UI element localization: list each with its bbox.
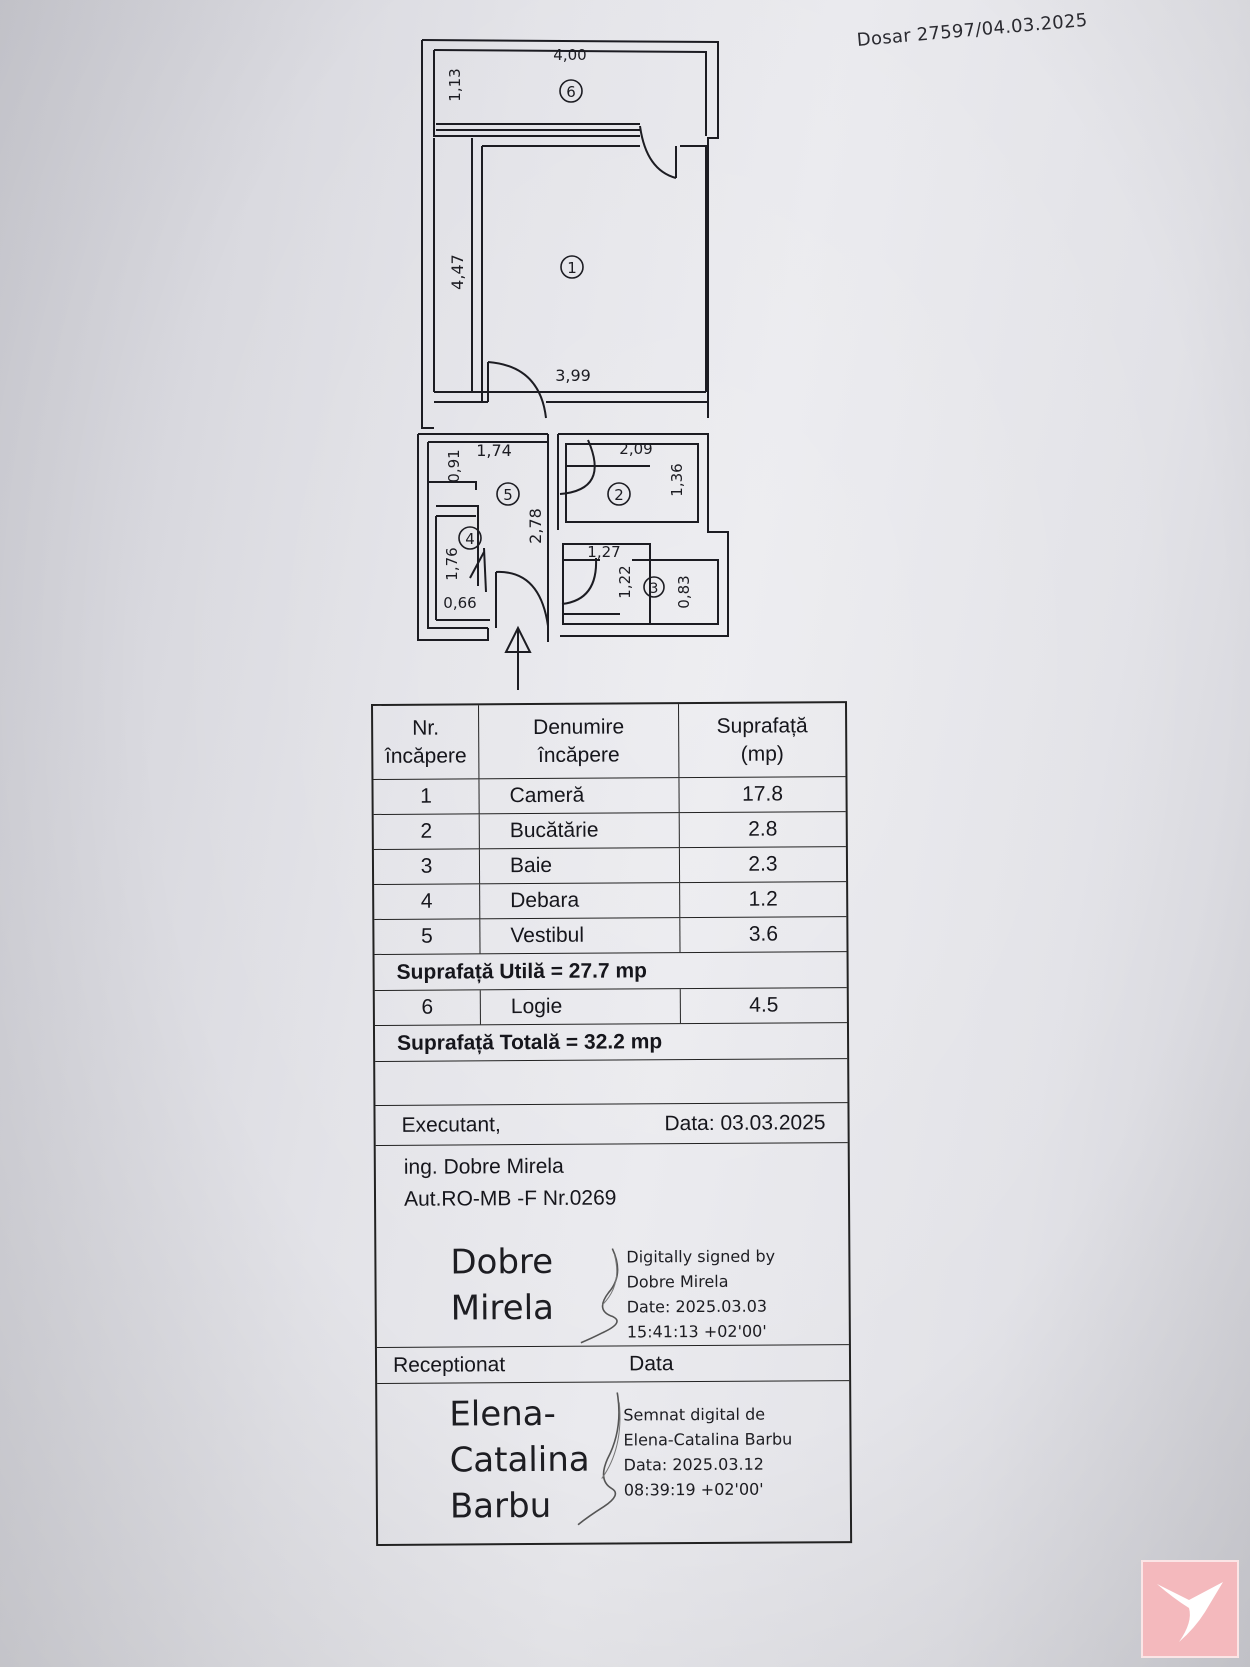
row-area: 4.5 bbox=[749, 993, 779, 1017]
room-label-3: 3 bbox=[650, 581, 659, 597]
row-area: 3.6 bbox=[748, 922, 779, 946]
dim-bath-depth: 1,22 bbox=[616, 565, 634, 598]
receptionat-row: Receptionat Data bbox=[376, 1345, 850, 1384]
row-area: 17.8 bbox=[742, 782, 784, 806]
dim-logia-width: 4,00 bbox=[553, 46, 586, 64]
signature-scribble bbox=[580, 1248, 619, 1344]
room-marker-4 bbox=[458, 526, 482, 550]
header-name: Denumire încăpere bbox=[479, 704, 680, 779]
receiver-signature-3: Barbu bbox=[449, 1485, 552, 1527]
room-label-5: 5 bbox=[503, 486, 513, 504]
row-name: Cameră bbox=[479, 778, 680, 814]
row-nr: 2 bbox=[373, 814, 480, 849]
digital-sign-2: Semnat digital de Elena-Catalina Barbu D… bbox=[623, 1404, 793, 1500]
executant-name: ing. Dobre Mirela bbox=[403, 1154, 564, 1179]
dim-bath-width: 1,27 bbox=[587, 543, 620, 561]
receiver-signature-scribble bbox=[577, 1392, 621, 1526]
dim-room1-width: 3,99 bbox=[555, 366, 591, 385]
room-markers bbox=[458, 79, 665, 598]
room-label-4: 4 bbox=[465, 530, 475, 548]
dim-closet-length: 1,76 bbox=[443, 547, 461, 580]
row-nr: 4 bbox=[374, 884, 481, 919]
floor-plan: 6 1 2 3 4 5 4,00 1,13 4,47 3,99 1,74 0,9… bbox=[417, 39, 729, 690]
table-row-logia: 6 Logie 4.5 bbox=[374, 988, 847, 1026]
row-name: Vestibul bbox=[480, 918, 681, 954]
blank-row bbox=[375, 1059, 848, 1106]
receptionat-label: Receptionat bbox=[392, 1352, 506, 1377]
receptionat-signature-block: Elena- Catalina Barbu Semnat digital de … bbox=[377, 1381, 850, 1544]
dim-kitchen-depth: 1,36 bbox=[668, 463, 686, 496]
executant-signature-block: ing. Dobre Mirela Aut.RO-MB -F Nr.0269 D… bbox=[375, 1143, 849, 1348]
header-area: Suprafață (mp) bbox=[716, 714, 808, 766]
dim-kitchen-width: 2,09 bbox=[619, 440, 652, 458]
executant-authorization: Aut.RO-MB -F Nr.0269 bbox=[403, 1186, 617, 1211]
receptionat-date-label: Data bbox=[629, 1351, 674, 1375]
row-nr: 5 bbox=[374, 919, 481, 954]
header-nr: Nr. încăpere bbox=[373, 705, 480, 779]
row-name: Baie bbox=[479, 848, 681, 884]
room-label-6: 6 bbox=[566, 83, 576, 101]
room-marker-5 bbox=[496, 482, 520, 506]
dim-logia-depth: 1,13 bbox=[446, 68, 464, 101]
row-area: 1.2 bbox=[748, 887, 778, 911]
entrance-arrow bbox=[504, 625, 532, 690]
signature-last: Mirela bbox=[450, 1287, 555, 1329]
executant-date: Data: 03.03.2025 bbox=[664, 1110, 826, 1135]
row-name: Debara bbox=[480, 883, 681, 919]
table-row: 2 Bucătărie 2.8 bbox=[373, 812, 846, 850]
room-marker-6 bbox=[559, 79, 583, 103]
table-row: 5 Vestibul 3.6 bbox=[374, 917, 847, 955]
area-table: Nr. încăpere Denumire încăpere Suprafață… bbox=[371, 701, 853, 1546]
table-row: 3 Baie 2.3 bbox=[373, 847, 847, 885]
dim-vestibul-small: 0,91 bbox=[445, 449, 463, 482]
table-header: Nr. încăpere Denumire încăpere Suprafață… bbox=[373, 703, 846, 780]
dim-vestibul-width: 1,74 bbox=[476, 441, 512, 460]
row-name: Bucătărie bbox=[479, 813, 680, 849]
watermark-logo bbox=[1141, 1560, 1239, 1658]
dim-bath-small: 0,83 bbox=[675, 575, 693, 608]
table-row: 1 Cameră 17.8 bbox=[373, 777, 846, 815]
dim-vestibul-length: 2,78 bbox=[526, 508, 545, 544]
signature-first: Dobre bbox=[450, 1241, 554, 1283]
row-nr: 1 bbox=[373, 779, 480, 814]
room-marker-3 bbox=[643, 576, 665, 598]
total-area: Suprafață Totală = 32.2 mp bbox=[374, 1023, 848, 1062]
receiver-signature-1: Elena- bbox=[449, 1393, 556, 1435]
plan-walls bbox=[417, 39, 729, 642]
room-marker-1 bbox=[560, 255, 584, 279]
room-label-2: 2 bbox=[614, 486, 624, 504]
executant-label: Executant, bbox=[401, 1112, 501, 1137]
bird-logo-icon bbox=[1157, 1582, 1223, 1642]
digital-sign-1: Digitally signed by Dobre Mirela Date: 2… bbox=[626, 1246, 776, 1342]
dim-closet-width: 0,66 bbox=[443, 594, 476, 612]
row-nr: 6 bbox=[374, 990, 481, 1025]
useful-area-total: Suprafață Utilă = 27.7 mp bbox=[374, 952, 847, 991]
room-marker-2 bbox=[607, 482, 631, 506]
row-area: 2.3 bbox=[748, 852, 778, 876]
row-name: Logie bbox=[480, 989, 681, 1025]
table-row: 4 Debara 1.2 bbox=[374, 882, 847, 920]
room-label-1: 1 bbox=[567, 259, 577, 277]
executant-row: Executant, Data: 03.03.2025 bbox=[375, 1103, 848, 1146]
row-nr: 3 bbox=[373, 849, 481, 884]
dim-room1-length: 4,47 bbox=[448, 254, 467, 290]
row-area: 2.8 bbox=[748, 817, 778, 841]
